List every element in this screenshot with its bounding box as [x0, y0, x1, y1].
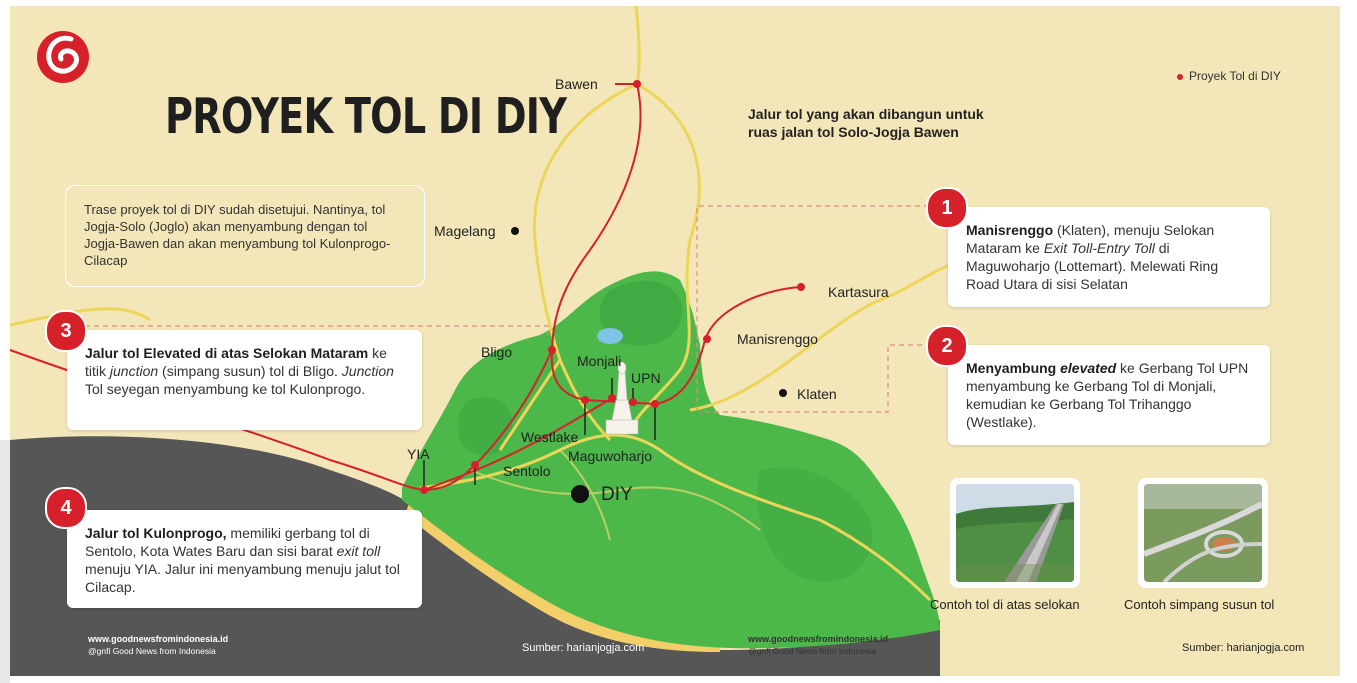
label-diy: DIY — [601, 484, 633, 505]
footer-site-right: www.goodnewsfromindonesia.id — [748, 634, 889, 644]
lake — [597, 328, 623, 344]
page-title: PROYEK TOL DI DIY — [165, 88, 567, 145]
badge-1: 1 — [926, 187, 968, 229]
card-4-bold: Jalur tol Kulonprogo, — [85, 525, 227, 541]
card-2-text1: ke Gerbang Tol UPN menyambung ke Gerbang… — [966, 360, 1249, 430]
card-3-text2: (simpang susun) tol di Bligo. — [158, 363, 342, 379]
card-3-text1: ke titik — [85, 345, 387, 379]
card-4-text1: memiliki gerbang tol di Sentolo, Kota Wa… — [85, 525, 370, 559]
footer-social-right: @gnfi Good News from Indonesia — [748, 646, 876, 656]
label-klaten: Klaten — [797, 386, 837, 402]
label-westlake: Westlake — [521, 429, 579, 445]
info-card-2: Menyambung elevated ke Gerbang Tol UPN m… — [948, 345, 1270, 445]
elevated-toll-photo-icon — [956, 484, 1074, 582]
badge-4: 4 — [45, 487, 87, 529]
city-dots — [511, 227, 787, 503]
photo-interchange — [1138, 478, 1268, 588]
label-bawen: Bawen — [555, 76, 598, 92]
info-card-1: Manisrenggo (Klaten), menuju Selokan Mat… — [948, 207, 1270, 307]
label-upn: UPN — [631, 370, 661, 386]
legend: Proyek Tol di DIY — [1177, 69, 1281, 83]
card-4-italic: exit toll — [336, 543, 381, 559]
coast-sand — [405, 500, 720, 652]
card-3-italic2: Junction — [341, 363, 394, 379]
card-1-text1: (Klaten), menuju Selokan Mataram ke — [966, 222, 1215, 256]
photo-elevated-toll — [950, 478, 1080, 588]
intro-text: Trase proyek tol di DIY sudah disetujui.… — [65, 185, 425, 287]
legend-label: Proyek Tol di DIY — [1189, 69, 1281, 83]
label-bligo: Bligo — [481, 344, 513, 360]
label-sentolo: Sentolo — [503, 463, 551, 479]
footer-social-left: @gnfi Good News from Indonesia — [88, 646, 216, 656]
label-monjali: Monjali — [577, 353, 622, 369]
card-1-text2: di Maguwoharjo (Lottemart). Melewati Rin… — [966, 240, 1219, 292]
card-3-bold: Jalur tol Elevated di atas Selokan Matar… — [85, 345, 369, 361]
footer-source-left: Sumber: harianjogja.com — [522, 642, 645, 654]
badge-3: 3 — [45, 310, 87, 352]
legend-dot-icon — [1177, 73, 1183, 80]
card-2-bold-italic: elevated — [1060, 360, 1117, 376]
caption-photo-1: Contoh tol di atas selokan — [930, 597, 1080, 612]
card-1-italic: Exit Toll-Entry Toll — [1043, 240, 1155, 256]
tugu-monument-icon — [605, 361, 639, 435]
card-4-text2: menuju YIA. Jalur ini menyambung menuju … — [85, 561, 400, 595]
interchange-photo-icon — [1144, 484, 1262, 582]
caption-photo-2: Contoh simpang susun tol — [1124, 597, 1275, 612]
footer-site-left: www.goodnewsfromindonesia.id — [88, 634, 229, 644]
label-maguwoharjo: Maguwoharjo — [568, 448, 653, 464]
label-kartasura: Kartasura — [828, 284, 889, 300]
card-2-bold: Menyambung — [966, 360, 1061, 376]
label-manisrenggo: Manisrenggo — [737, 331, 818, 347]
card-1-bold: Manisrenggo — [966, 222, 1054, 238]
card-3-text3: Tol seyegan menyambung ke tol Kulonprogo… — [85, 381, 366, 397]
info-card-3: Jalur tol Elevated di atas Selokan Matar… — [67, 330, 422, 430]
label-yia: YIA — [407, 446, 430, 462]
header-note: Jalur tol yang akan dibangun untuk ruas … — [748, 106, 984, 140]
footer-source-right: Sumber: harianjogja.com — [1182, 642, 1305, 654]
info-card-4: Jalur tol Kulonprogo, memiliki gerbang t… — [67, 510, 422, 608]
toll-gates — [420, 80, 805, 494]
connector-lines — [85, 205, 940, 413]
gnfi-logo-icon — [37, 31, 89, 83]
label-magelang: Magelang — [434, 223, 496, 239]
roads — [9, 5, 1001, 602]
badge-2: 2 — [926, 325, 968, 367]
card-3-italic: junction — [109, 363, 159, 379]
